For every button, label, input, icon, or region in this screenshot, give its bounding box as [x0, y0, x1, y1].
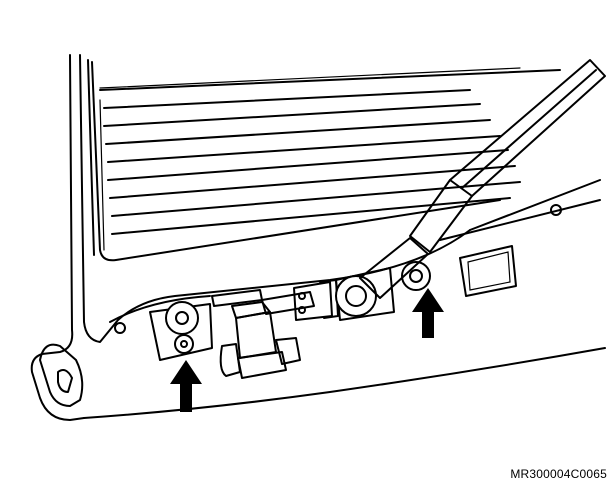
screw-hole-left — [114, 322, 126, 334]
figure-caption: MR300004C0065 — [510, 467, 607, 481]
ribbed-top-panel — [87, 59, 561, 262]
connector-block — [211, 289, 301, 379]
wrench-tool — [359, 59, 606, 299]
left-bolt-assembly — [149, 301, 213, 361]
housing-body — [30, 54, 606, 421]
arrow-left-icon — [170, 360, 202, 412]
front-edge — [39, 322, 126, 407]
screw-hole-right — [550, 204, 562, 216]
arrow-right-icon — [412, 288, 444, 338]
side-window — [459, 245, 517, 297]
right-bolt-assembly — [335, 204, 562, 321]
